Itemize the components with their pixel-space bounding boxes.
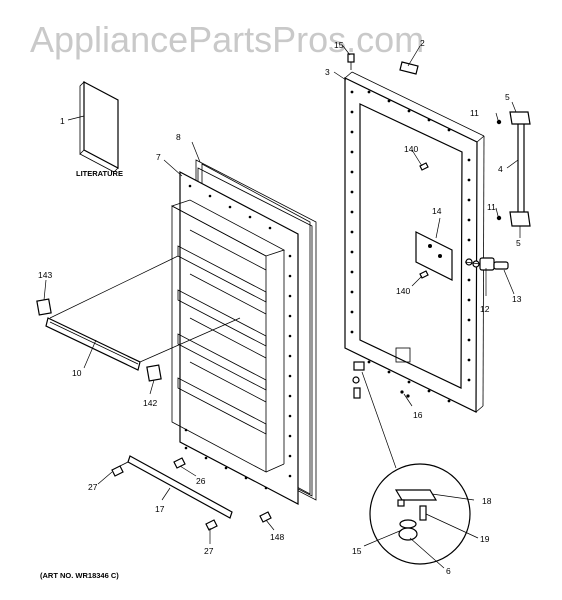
lock-assembly [464,257,509,271]
detail-leader [361,371,397,469]
callout-17: 17 [155,504,165,514]
callout-27-left: 27 [88,482,98,492]
bottom-screw-holes-16 [400,390,410,398]
callout-2: 2 [420,38,425,48]
lock-bracket [415,231,453,281]
screw-27-left [111,461,129,477]
rail-leader-a [49,255,179,319]
callout-27-bottom: 27 [204,546,214,556]
callout-142: 142 [143,398,157,408]
callout-11-top: 11 [470,108,479,118]
door-liner [170,171,299,505]
callout-5-bottom: 5 [516,238,521,248]
bottom-trim [127,455,233,519]
hinge-detail-circle [369,463,471,565]
callout-143: 143 [38,270,52,280]
watermark: AppliancePartsPros.com [30,19,424,60]
door-bottom-slot [395,347,411,363]
callout-11-bottom: 11 [487,202,496,212]
callout-18: 18 [482,496,492,506]
callout-26: 26 [196,476,206,486]
callout-10: 10 [72,368,82,378]
callout-13: 13 [512,294,522,304]
callout-5-top: 5 [505,92,510,102]
screw-26 [173,457,186,469]
screw-140-upper [419,162,429,171]
bottom-hinge-small-parts [352,361,365,399]
callout-6: 6 [446,566,451,576]
callout-16: 16 [413,410,423,420]
shelf-rail-end-cap-142 [146,364,162,382]
liner-screw-holes [184,184,292,490]
hinge-bottom-bracket [509,211,531,227]
hinge-pin-bar [517,121,525,223]
callout-148: 148 [270,532,284,542]
callout-19: 19 [480,534,490,544]
callout-1: 1 [60,116,65,126]
callout-15-top: 15 [334,40,344,50]
art-number: (ART NO. WR18346 C) [40,571,119,580]
callout-15-detail: 15 [352,546,362,556]
top-screw [347,53,355,70]
callout-14: 14 [432,206,442,216]
outer-panel-screw-holes [350,90,471,403]
shelf-rail [45,317,141,371]
hinge-screw-top [496,119,502,125]
callout-140-lower: 140 [396,286,410,296]
screw-148 [259,511,272,523]
screw-27-bottom [205,519,218,531]
shelf-rail-end-cap-143 [36,298,52,316]
rail-leader-b [139,317,241,363]
callout-4: 4 [498,164,503,174]
literature-booklet [79,81,119,173]
hinge-top-bracket [509,111,531,125]
callout-8: 8 [176,132,181,142]
door-outer-panel [344,71,485,413]
callout-7: 7 [156,152,161,162]
literature-label: LITERATURE [76,169,123,178]
hinge-screw-bottom [496,215,502,221]
callout-3: 3 [325,67,330,77]
callout-leaders [43,45,521,569]
callout-140-upper: 140 [404,144,418,154]
top-label-plate [399,61,419,75]
callout-12: 12 [480,304,490,314]
